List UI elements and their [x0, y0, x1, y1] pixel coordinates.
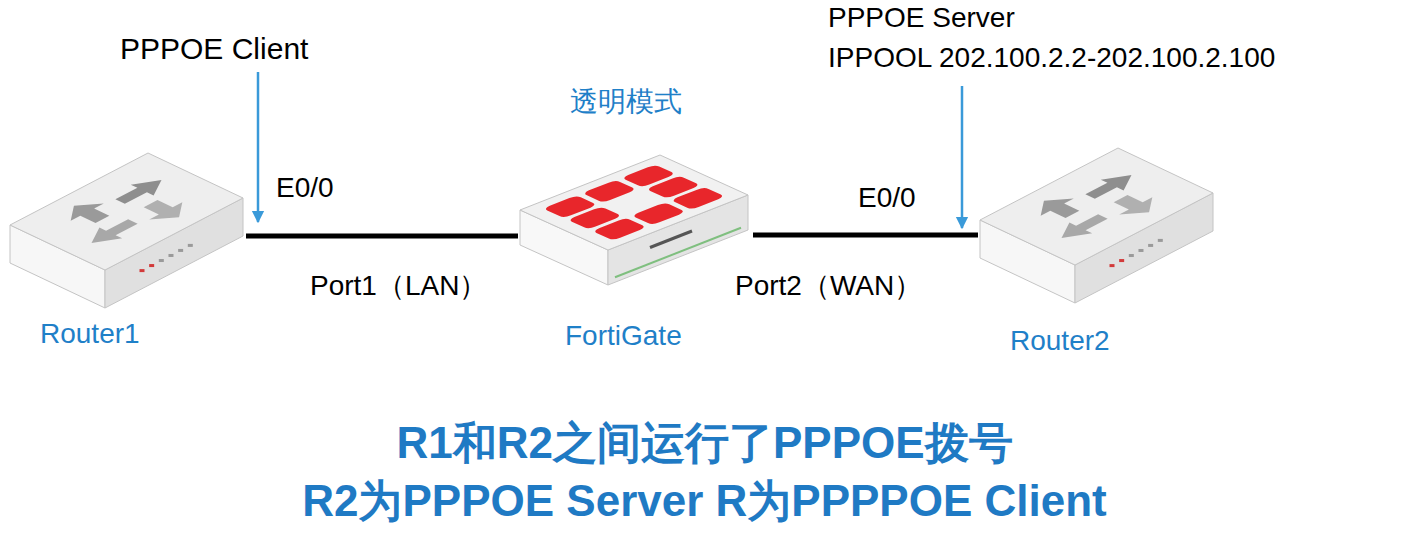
- port-led: [188, 244, 193, 247]
- caption-line: R1和R2之间运行了PPPOE拨号: [0, 418, 1409, 469]
- port-led: [1110, 264, 1115, 267]
- port-led: [159, 259, 164, 262]
- caption-line: R2为PPPOE Server R为PPPPOE Client: [0, 476, 1409, 527]
- logo-cell: [670, 187, 725, 210]
- router-icon: [978, 140, 1216, 310]
- device-top: [1015, 166, 1178, 248]
- device-face: [520, 155, 748, 250]
- router-arrow: [1050, 211, 1114, 243]
- device-node: Router1: [8, 145, 246, 354]
- port-led: [1158, 239, 1163, 242]
- device-face: [10, 153, 243, 270]
- leader-arrow: [961, 86, 964, 228]
- link-cable: [753, 233, 978, 238]
- router-arrow: [1027, 192, 1089, 223]
- logo-cell: [631, 202, 686, 225]
- device-node: FortiGate: [518, 150, 753, 356]
- annotation: Port2（WAN）: [735, 270, 922, 302]
- annotation: PPPOE Client: [120, 32, 308, 67]
- port-led: [1138, 249, 1143, 252]
- device-top: [45, 171, 208, 253]
- front-slot: [650, 231, 692, 248]
- device-name: FortiGate: [565, 320, 682, 352]
- link-cable: [246, 234, 518, 239]
- annotation: IPPOOL 202.100.2.2-202.100.2.100: [828, 42, 1275, 74]
- annotation: Port1（LAN）: [310, 270, 487, 302]
- router-arrow: [134, 195, 196, 226]
- firewall-icon: [518, 150, 753, 320]
- port-led: [168, 254, 173, 257]
- router-arrow: [1104, 190, 1166, 221]
- leader-arrow: [257, 72, 260, 222]
- annotation: E0/0: [858, 182, 916, 214]
- annotation: PPPOE Server: [828, 2, 1015, 34]
- device-name: Router2: [1010, 325, 1110, 357]
- logo-cell: [582, 180, 637, 203]
- port-led: [1129, 254, 1134, 257]
- router-arrow: [80, 216, 144, 248]
- router-arrow: [57, 197, 119, 228]
- port-led: [178, 249, 183, 252]
- annotation: 透明模式: [570, 86, 682, 118]
- router-arrow: [1079, 170, 1143, 202]
- port-led: [149, 264, 154, 267]
- port-led: [1119, 259, 1124, 262]
- device-face: [980, 148, 1213, 265]
- logo-cell: [592, 218, 647, 241]
- device-top: [543, 165, 725, 241]
- port-led: [140, 269, 145, 272]
- annotation: E0/0: [276, 172, 334, 204]
- port-led: [1148, 244, 1153, 247]
- router-arrow: [109, 175, 173, 207]
- device-node: Router2: [978, 140, 1216, 361]
- front-strip: [615, 228, 741, 278]
- router-icon: [8, 145, 246, 315]
- device-name: Router1: [40, 318, 140, 350]
